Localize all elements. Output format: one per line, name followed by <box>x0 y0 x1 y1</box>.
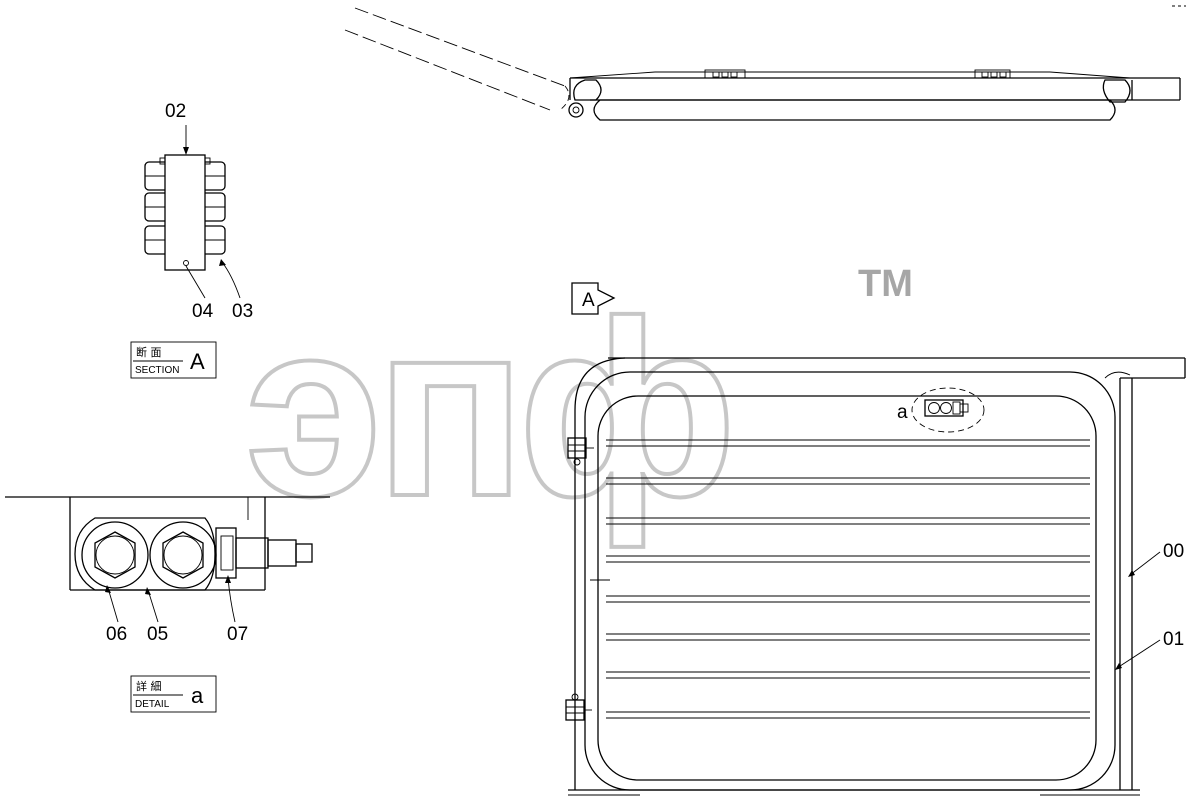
view-arrow-a: A <box>571 282 616 315</box>
callout-05: 05 <box>147 624 168 645</box>
section-label-en: SECTION <box>135 365 179 376</box>
section-label-letter: A <box>190 349 205 374</box>
callout-04: 04 <box>192 301 214 322</box>
detail-marker-letter: a <box>897 402 908 423</box>
lock-detail-callout: a <box>897 387 985 433</box>
detail-label-letter: a <box>191 683 204 708</box>
section-label-jp: 断 面 <box>136 345 162 359</box>
detail-a-label: 詳 細 DETAIL a <box>130 675 217 713</box>
callout-00: 00 <box>1163 541 1184 562</box>
callout-07: 07 <box>227 624 248 645</box>
detail-a-view: 06 05 07 <box>5 496 330 645</box>
detail-label-en: DETAIL <box>135 699 170 710</box>
hinge-lower <box>565 693 592 721</box>
hinge-upper <box>567 437 594 466</box>
side-view-cover <box>344 5 1186 121</box>
callout-02: 02 <box>165 101 186 122</box>
detail-label-jp: 詳 細 <box>136 679 162 693</box>
callout-03: 03 <box>232 301 253 322</box>
watermark-logo: эпф <box>245 269 729 548</box>
section-a-view: 02 04 03 <box>144 101 253 322</box>
watermark: эпф TM <box>243 263 913 550</box>
callout-06: 06 <box>106 624 127 645</box>
front-view-cover: a 00 01 <box>565 357 1186 796</box>
section-a-label: 断 面 SECTION A <box>130 341 217 379</box>
trademark-symbol: TM <box>858 263 913 305</box>
cover-slats <box>606 439 1090 719</box>
view-arrow-letter: A <box>582 290 595 311</box>
callout-01: 01 <box>1163 629 1184 650</box>
